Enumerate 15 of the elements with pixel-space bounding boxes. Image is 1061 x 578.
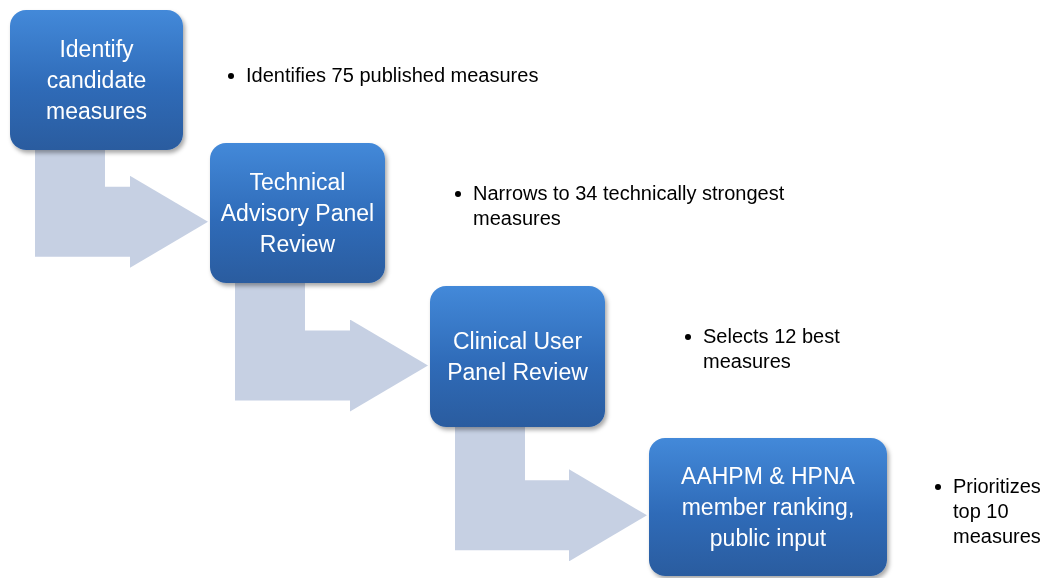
step-title: AAHPM & HPNA member ranking, public input bbox=[680, 461, 856, 553]
bullet-text: Prioritizes top 10 measures bbox=[953, 474, 1042, 549]
step-title: Technical Advisory Panel Review bbox=[219, 167, 376, 259]
bullet-text: Selects 12 best measures bbox=[703, 324, 841, 374]
process-box bbox=[10, 10, 183, 150]
process-box bbox=[649, 438, 887, 576]
bent-arrow bbox=[35, 150, 208, 268]
bullet-text: Identifies 75 published measures bbox=[246, 63, 539, 88]
step-title: Clinical User Panel Review bbox=[446, 326, 589, 387]
bent-arrow bbox=[235, 283, 428, 412]
step-title: Identify candidate measures bbox=[45, 34, 148, 126]
bent-arrow bbox=[455, 427, 647, 562]
bullet-text: Narrows to 34 technically strongest measures bbox=[473, 181, 786, 231]
process-box bbox=[210, 143, 385, 283]
process-box bbox=[430, 286, 605, 427]
